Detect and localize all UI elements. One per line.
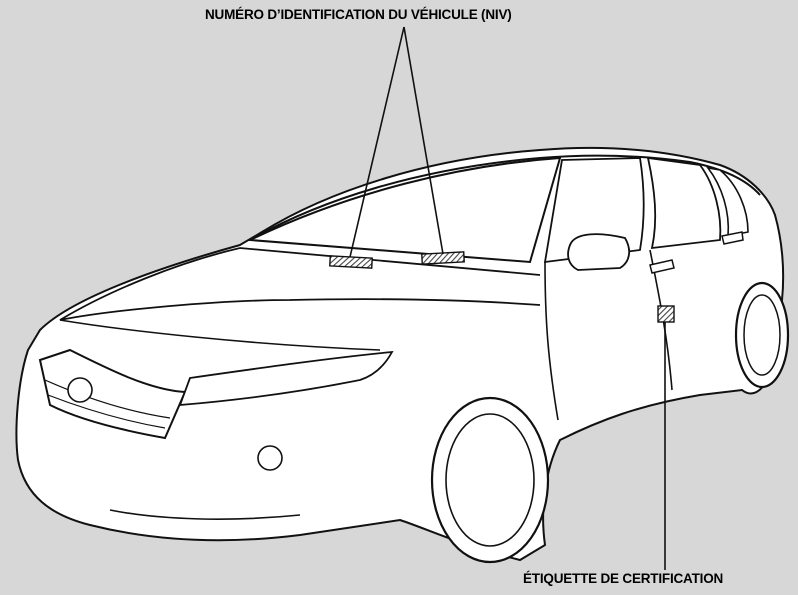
hood xyxy=(59,247,541,321)
grille-bar xyxy=(44,379,171,419)
rear-quarter-window xyxy=(706,166,749,237)
side-mirror xyxy=(567,233,631,271)
hood-crease xyxy=(59,319,381,351)
emblem-icon xyxy=(67,377,93,403)
roof-line xyxy=(249,154,761,241)
vin-leader-line-right xyxy=(403,26,444,255)
vin-tag-left xyxy=(329,255,373,269)
cowl-line xyxy=(239,247,541,276)
vin-leader-line-left xyxy=(349,26,405,258)
vin-label: NUMÉRO D’IDENTIFICATION DU VÉHICULE (NIV… xyxy=(205,7,512,22)
front-door-line xyxy=(544,261,559,421)
rear-door-handle xyxy=(721,231,744,245)
front-door-handle xyxy=(649,259,675,274)
headlight xyxy=(178,350,394,407)
certification-tag xyxy=(657,305,675,323)
rear-wheel-rim xyxy=(743,294,781,376)
windshield xyxy=(246,156,562,264)
rear-side-window xyxy=(646,156,722,250)
front-wheel-rim xyxy=(445,413,535,547)
certification-label: ÉTIQUETTE DE CERTIFICATION xyxy=(523,571,724,586)
fog-light-icon xyxy=(257,445,283,471)
lower-intake xyxy=(109,509,301,520)
grille-bar xyxy=(47,394,166,429)
